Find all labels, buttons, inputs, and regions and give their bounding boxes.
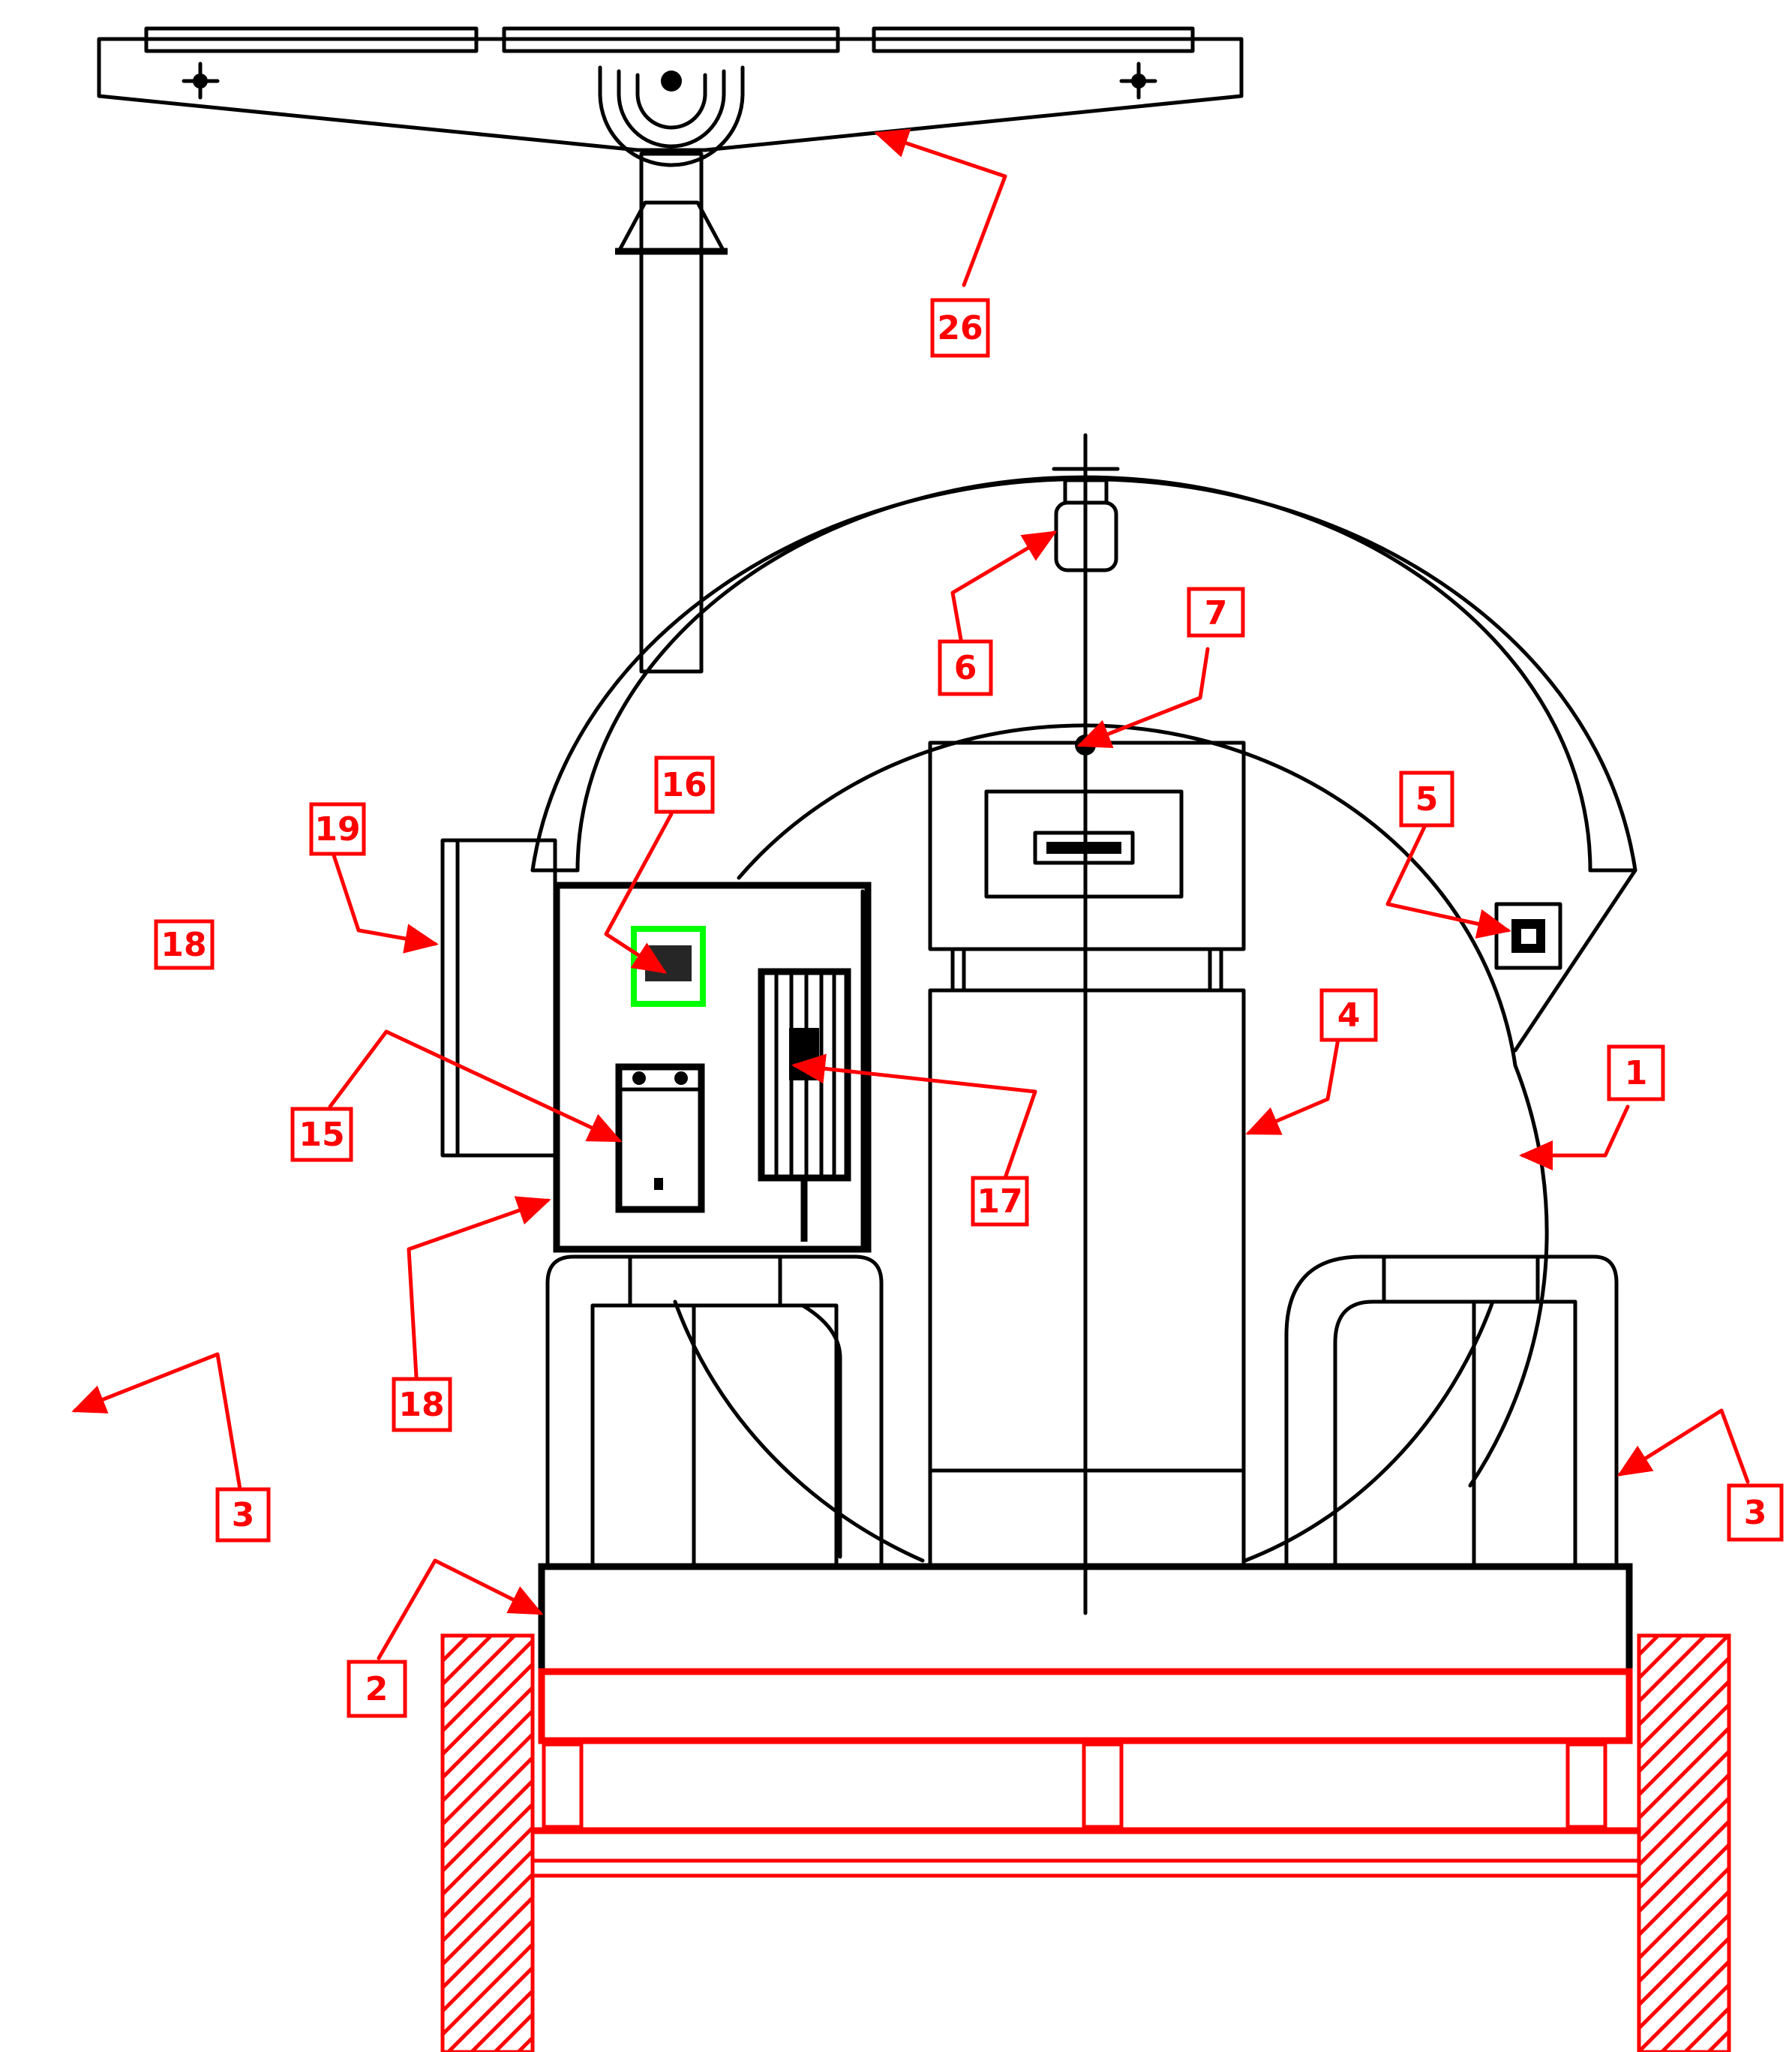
callout-text: 7 bbox=[1205, 594, 1228, 632]
callout-text: 18 bbox=[398, 1386, 444, 1424]
callout-3-right: 3 bbox=[1727, 1483, 1784, 1542]
callout-text: 4 bbox=[1337, 996, 1361, 1035]
callout-4: 4 bbox=[1319, 988, 1378, 1042]
callout-text: 16 bbox=[661, 766, 707, 804]
callout-26: 26 bbox=[930, 298, 990, 358]
callout-5: 5 bbox=[1399, 771, 1454, 828]
callout-7: 7 bbox=[1187, 587, 1245, 638]
callout-16: 16 bbox=[654, 756, 715, 814]
sensor-box bbox=[1494, 902, 1562, 970]
callout-text: 19 bbox=[314, 810, 360, 849]
callout-text: 26 bbox=[937, 309, 983, 347]
callout-18-box: 18 bbox=[392, 1377, 452, 1432]
tank-body bbox=[530, 433, 1637, 1615]
chassis bbox=[440, 1633, 1731, 2052]
right-frame bbox=[1284, 1254, 1619, 1567]
callout-text: 6 bbox=[954, 649, 977, 687]
callout-17: 17 bbox=[971, 1176, 1029, 1227]
right-wheel bbox=[1637, 1633, 1731, 2052]
callout-text: 3 bbox=[232, 1496, 255, 1534]
callout-text: 1 bbox=[1625, 1054, 1648, 1092]
callout-text: 2 bbox=[365, 1670, 389, 1708]
left-frame bbox=[545, 1254, 884, 1567]
callout-3-left: 3 bbox=[215, 1487, 271, 1543]
callout-text: 3 bbox=[1744, 1494, 1767, 1532]
callout-text: 5 bbox=[1415, 780, 1439, 819]
callout-2: 2 bbox=[347, 1660, 407, 1718]
callout-text: 15 bbox=[299, 1116, 344, 1154]
left-wheel bbox=[440, 1633, 535, 2052]
callout-19: 19 bbox=[309, 802, 366, 856]
callout-text: 17 bbox=[977, 1182, 1022, 1221]
leader-lines bbox=[71, 128, 1750, 1660]
callout-1: 1 bbox=[1607, 1044, 1665, 1101]
callout-15: 15 bbox=[290, 1107, 353, 1162]
solar-panel-assembly bbox=[97, 26, 1244, 167]
bolt-icon bbox=[1119, 62, 1157, 100]
callout-18: 18 bbox=[154, 919, 215, 970]
support-mast bbox=[615, 152, 728, 674]
pivot-hinge bbox=[598, 65, 745, 167]
callout-6: 6 bbox=[938, 639, 993, 696]
callout-text: 18 bbox=[161, 926, 206, 964]
bolt-icon bbox=[182, 62, 220, 100]
